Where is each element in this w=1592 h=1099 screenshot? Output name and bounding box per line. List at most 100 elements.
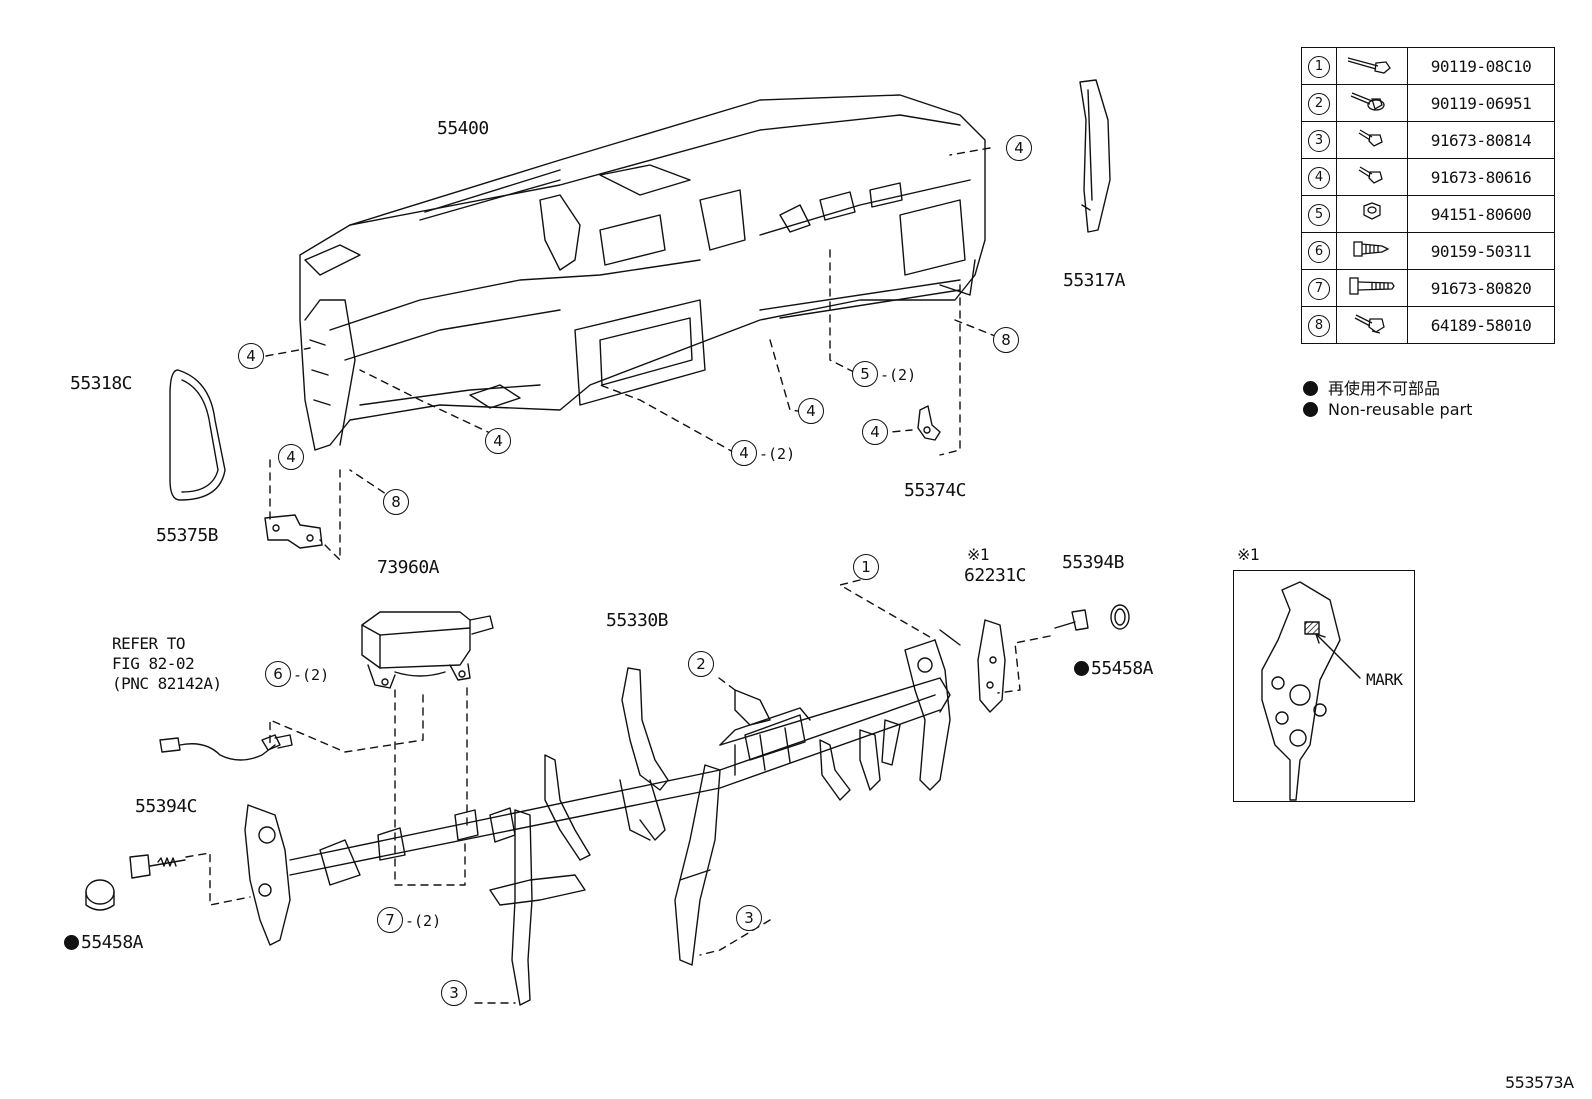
fastener-number: 5 — [1308, 203, 1330, 226]
cap-55458A-left — [85, 879, 115, 911]
fastener-number: 6 — [1308, 240, 1330, 263]
legend-jp-text: 再使用不可部品 — [1328, 379, 1441, 398]
instrument-panel-55400 — [299, 94, 986, 451]
fastener-num-cell: 3 — [1301, 121, 1337, 159]
fastener-part-number[interactable]: 64189-58010 — [1407, 306, 1555, 344]
legend-jp: 再使用不可部品 — [1303, 375, 1440, 399]
callout-6[interactable]: 6 — [265, 661, 291, 687]
part-label-55400[interactable]: 55400 — [437, 118, 489, 139]
fastener-pic-cell — [1336, 47, 1408, 85]
fastener-num-cell: 8 — [1301, 306, 1337, 344]
part-label-55458A-right[interactable]: 55458A — [1074, 658, 1154, 679]
fastener-row[interactable]: 6 90159-50311 — [1301, 232, 1555, 270]
fastener-part-number[interactable]: 90119-06951 — [1407, 84, 1555, 122]
qty-label: -(2) — [405, 912, 442, 930]
callout-4[interactable]: 4 — [1006, 135, 1032, 161]
callout-3[interactable]: 3 — [736, 905, 762, 931]
inset-symbol: ※1 — [1237, 545, 1260, 564]
fastener-row[interactable]: 3 91673-80814 — [1301, 121, 1555, 159]
fastener-pic-cell — [1336, 121, 1408, 159]
fastener-part-number[interactable]: 91673-80820 — [1407, 269, 1555, 307]
fastener-pic-cell — [1336, 158, 1408, 196]
refer-to-line2[interactable]: FIG 82-02 — [112, 654, 195, 673]
fastener-part-number[interactable]: 91673-80814 — [1407, 121, 1555, 159]
screw-icon — [1342, 241, 1402, 265]
non-reusable-dot-icon — [64, 935, 79, 950]
bolt-55394C — [129, 854, 186, 879]
non-reusable-dot-icon — [1303, 381, 1318, 396]
part-label-55330B[interactable]: 55330B — [606, 610, 669, 631]
fastener-part-number[interactable]: 90159-50311 — [1407, 232, 1555, 270]
callout-1[interactable]: 1 — [853, 554, 879, 580]
short-bolt-icon — [1342, 129, 1402, 154]
long-screw-icon — [1342, 277, 1402, 302]
note-symbol: ※1 — [967, 545, 990, 564]
part-label-55374C[interactable]: 55374C — [904, 480, 967, 501]
fastener-num-cell: 2 — [1301, 84, 1337, 122]
fastener-num-cell: 4 — [1301, 158, 1337, 196]
fastener-row[interactable]: 5 94151-80600 — [1301, 195, 1555, 233]
callout-5[interactable]: 5 — [852, 361, 878, 387]
cap-55458A-right — [1110, 604, 1130, 630]
fastener-part-number[interactable]: 90119-08C10 — [1407, 47, 1555, 85]
callout-4[interactable]: 4 — [862, 419, 888, 445]
legend-en-text: Non-reusable part — [1328, 400, 1473, 419]
qty-label: -(2) — [880, 366, 917, 384]
fastener-part-number[interactable]: 91673-80616 — [1407, 158, 1555, 196]
inset-box — [1233, 570, 1415, 802]
fastener-pic-cell — [1336, 269, 1408, 307]
bracket-55375B — [264, 514, 323, 549]
part-label-55375B[interactable]: 55375B — [156, 525, 219, 546]
qty-label: -(2) — [293, 666, 330, 684]
part-number-text: 55458A — [1091, 658, 1154, 679]
callout-7[interactable]: 7 — [377, 907, 403, 933]
part-label-55317A[interactable]: 55317A — [1063, 270, 1126, 291]
fastener-row[interactable]: 4 91673-80616 — [1301, 158, 1555, 196]
fastener-row[interactable]: 8 64189-58010 — [1301, 306, 1555, 344]
part-label-55318C[interactable]: 55318C — [70, 373, 133, 394]
callout-4[interactable]: 4 — [798, 398, 824, 424]
callout-8[interactable]: 8 — [993, 327, 1019, 353]
airbag-connector-harness — [159, 734, 293, 761]
fastener-number: 2 — [1308, 92, 1330, 115]
fastener-number: 8 — [1308, 314, 1330, 337]
fastener-row[interactable]: 2 90119-06951 — [1301, 84, 1555, 122]
callout-4[interactable]: 4 — [278, 444, 304, 470]
fastener-num-cell: 6 — [1301, 232, 1337, 270]
bolt-55394B — [1054, 609, 1089, 631]
clip-bolt-icon — [1342, 314, 1402, 339]
part-number-text: 55458A — [81, 932, 144, 953]
side-cover-55318C — [169, 369, 226, 501]
inset-bracket-drawing — [1261, 581, 1361, 801]
fastener-row[interactable]: 7 91673-80820 — [1301, 269, 1555, 307]
callout-4[interactable]: 4 — [731, 440, 757, 466]
callout-2[interactable]: 2 — [688, 651, 714, 677]
dashed-leader-lines — [185, 147, 1051, 1004]
fastener-number: 7 — [1308, 277, 1330, 300]
callout-8[interactable]: 8 — [383, 489, 409, 515]
refer-to-line3[interactable]: (PNC 82142A) — [112, 674, 222, 693]
part-label-62231C[interactable]: 62231C — [964, 565, 1027, 586]
fastener-pic-cell — [1336, 84, 1408, 122]
fastener-pic-cell — [1336, 232, 1408, 270]
part-label-55394B[interactable]: 55394B — [1062, 552, 1125, 573]
part-label-73960A[interactable]: 73960A — [377, 557, 440, 578]
fastener-number: 3 — [1308, 129, 1330, 152]
fastener-num-cell: 7 — [1301, 269, 1337, 307]
long-bolt-icon — [1342, 57, 1402, 80]
fastener-num-cell: 5 — [1301, 195, 1337, 233]
callout-3[interactable]: 3 — [441, 980, 467, 1006]
diagram-code: 553573A — [1505, 1073, 1574, 1092]
part-label-55458A-left[interactable]: 55458A — [64, 932, 144, 953]
nut-icon — [1342, 202, 1402, 228]
callout-4[interactable]: 4 — [238, 343, 264, 369]
side-cover-55317A — [1079, 79, 1111, 233]
qty-label: -(2) — [759, 445, 796, 463]
callout-4[interactable]: 4 — [485, 428, 511, 454]
mark-label: MARK — [1366, 670, 1403, 689]
fastener-number: 4 — [1308, 166, 1330, 189]
part-label-55394C[interactable]: 55394C — [135, 796, 198, 817]
fastener-part-number[interactable]: 94151-80600 — [1407, 195, 1555, 233]
